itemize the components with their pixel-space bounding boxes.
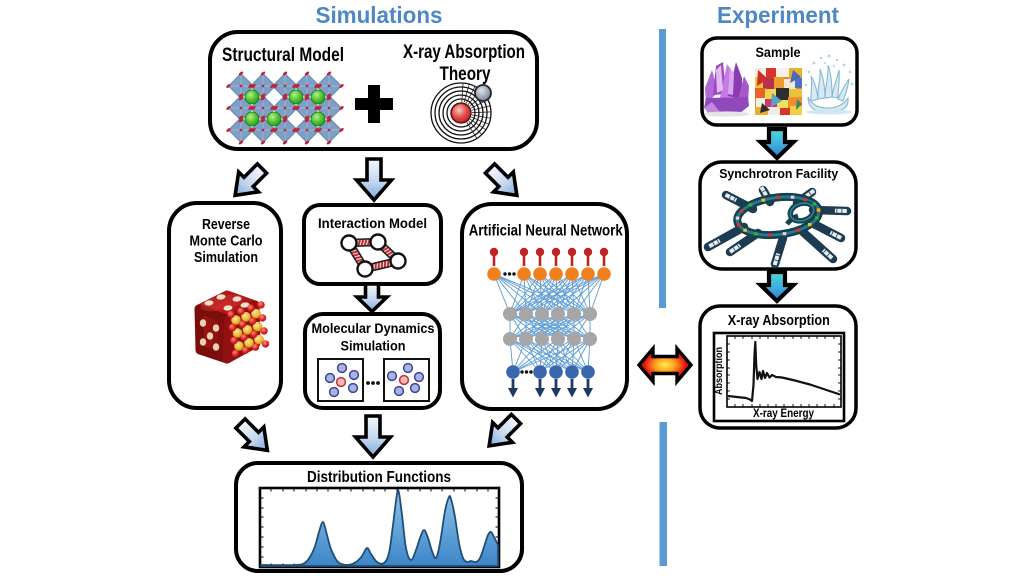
svg-text:Reverse: Reverse: [202, 216, 250, 233]
svg-text:Absorption: Absorption: [713, 347, 725, 395]
svg-text:Monte Carlo: Monte Carlo: [190, 233, 263, 250]
svg-text:X-ray Absorption: X-ray Absorption: [403, 42, 525, 63]
svg-text:Theory: Theory: [440, 64, 491, 85]
svg-text:Artificial Neural Network: Artificial Neural Network: [469, 223, 623, 240]
svg-text:X-ray Absorption: X-ray Absorption: [728, 313, 830, 329]
svg-text:Experiment: Experiment: [717, 2, 839, 28]
svg-text:X-ray Energy: X-ray Energy: [753, 408, 815, 420]
svg-text:Structural Model: Structural Model: [222, 45, 344, 66]
svg-text:Simulation: Simulation: [194, 249, 258, 266]
svg-text:Synchrotron Facility: Synchrotron Facility: [719, 166, 839, 181]
svg-text:Molecular Dynamics: Molecular Dynamics: [312, 320, 435, 336]
svg-text:Distribution Functions: Distribution Functions: [307, 469, 451, 486]
svg-text:Simulations: Simulations: [316, 2, 443, 28]
svg-text:Interaction Model: Interaction Model: [318, 215, 427, 231]
svg-text:Simulation: Simulation: [341, 338, 406, 354]
svg-text:Sample: Sample: [756, 45, 801, 60]
